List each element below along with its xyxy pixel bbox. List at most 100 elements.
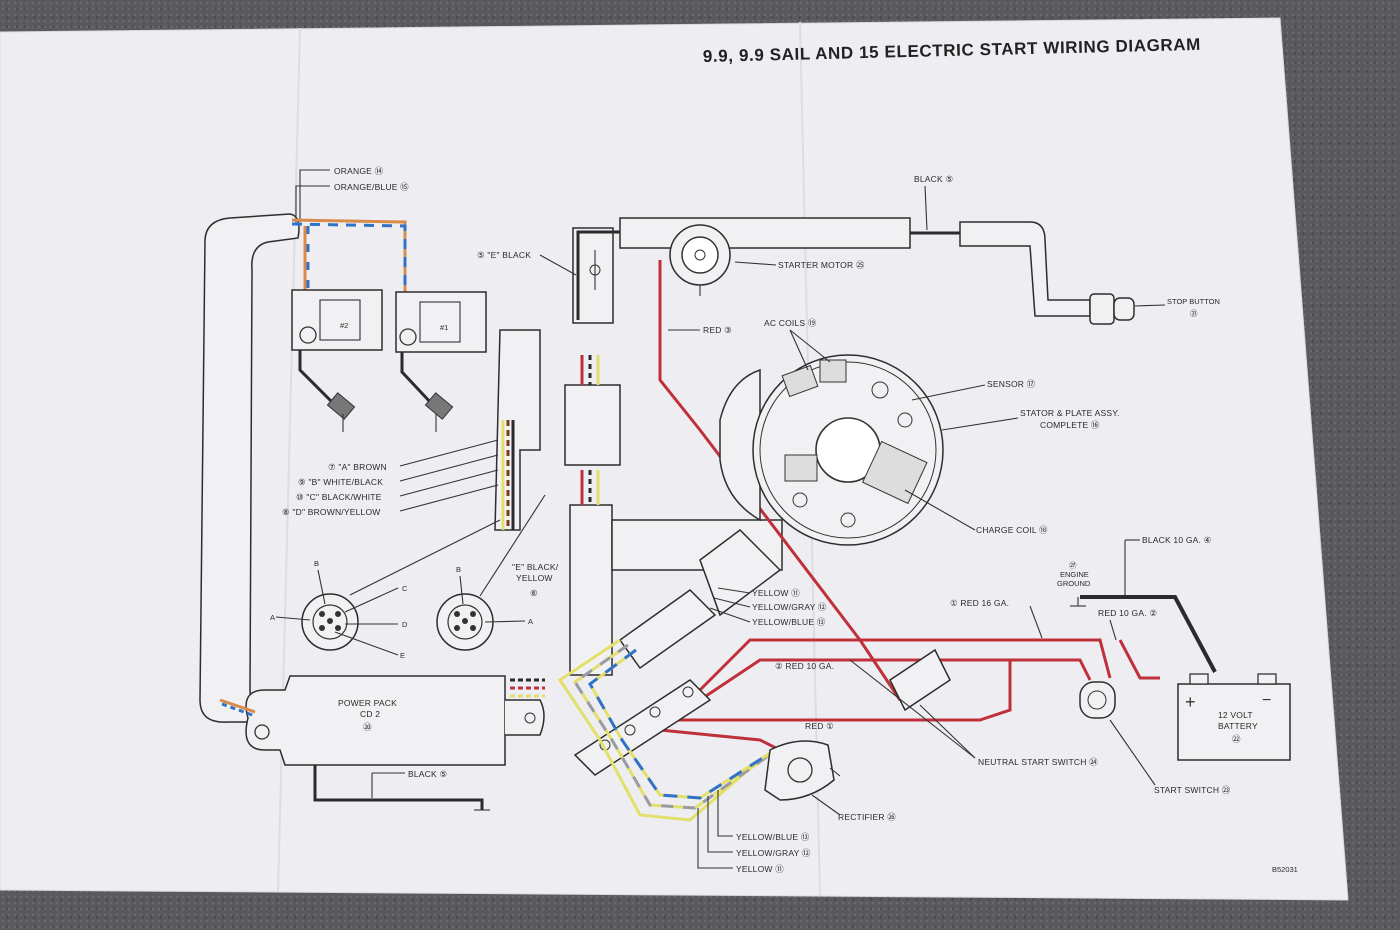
stator-plate <box>719 354 944 546</box>
stator-label-1: STATOR & PLATE ASSY. <box>1020 408 1120 418</box>
pin-c: C <box>402 584 408 593</box>
black-10-wire <box>1080 595 1217 673</box>
yellow-blue-b-label: YELLOW/BLUE ⑬ <box>736 832 810 842</box>
charge-coil-label: CHARGE COIL ⑱ <box>976 525 1048 535</box>
battery-label-1: 12 VOLT <box>1218 710 1253 720</box>
orange-label: ORANGE ⑭ <box>334 166 384 176</box>
ac-coils-label: AC COILS ⑲ <box>764 318 817 328</box>
harness-upper-tube <box>572 227 614 324</box>
red-1-label: RED ① <box>805 721 834 731</box>
stator-harness-tube-2 <box>618 589 717 670</box>
yellow-11-label: YELLOW ⑪ <box>752 588 800 598</box>
rectifier-leader <box>811 794 841 816</box>
red-wire-rectifier <box>659 728 781 752</box>
black-top-leader <box>924 185 928 231</box>
pin-leader-lines <box>275 494 546 656</box>
power-pack-label-2: CD 2 <box>360 709 380 719</box>
neutral-start-leader-b <box>919 704 976 759</box>
red-wire-1 <box>660 660 1012 722</box>
rectifier-ground <box>829 767 841 777</box>
power-pack <box>245 675 545 766</box>
connector-plug-right <box>436 593 494 651</box>
red-16-wire <box>698 638 1112 692</box>
orange-blue-wire <box>295 185 330 224</box>
battery-minus: − <box>1262 692 1271 709</box>
power-pack-num: ⑳ <box>363 722 372 732</box>
e-black-yellow-num: ⑥ <box>530 588 538 598</box>
engine-ground-label-2: GROUND <box>1057 579 1091 588</box>
power-pack-label-1: POWER PACK <box>338 698 397 708</box>
yellow-wire-bundle <box>557 638 776 822</box>
d-brown-yellow-label: ⑧ "D" BROWN/YELLOW <box>282 507 381 517</box>
central-harness-tube <box>494 329 541 531</box>
plug-lead-2 <box>298 350 337 407</box>
stator-label-2: COMPLETE ⑯ <box>1040 420 1100 430</box>
black-bottom-label: BLACK ⑤ <box>408 769 447 779</box>
red-3-label: RED ③ <box>703 325 732 335</box>
stop-button-tube <box>959 221 1091 317</box>
coil-2-label: #2 <box>340 321 348 330</box>
black-top-label: BLACK ⑤ <box>914 174 953 184</box>
yellow-blue-13-label: YELLOW/BLUE ⑬ <box>752 617 826 627</box>
ignition-coil-1: #1 <box>395 291 487 353</box>
orange-blue-label: ORANGE/BLUE ⑮ <box>334 182 409 192</box>
red-16-leader <box>1029 605 1043 639</box>
connector-wires <box>501 355 600 530</box>
e-black-yellow-label-1: "E" BLACK/ <box>512 562 559 572</box>
harness-connector-sleeve <box>564 384 621 466</box>
plug-lead-1 <box>400 352 434 406</box>
e-black-wire <box>576 230 620 320</box>
coil-1-label: #1 <box>440 323 448 332</box>
stator-harness-tube <box>699 529 782 617</box>
red-10-wire-b <box>1118 639 1160 680</box>
rectifier-label: RECTIFIER ㉖ <box>838 812 896 822</box>
start-switch <box>1079 681 1116 719</box>
a-brown-label: ⑦ "A" BROWN <box>328 462 387 472</box>
battery-num: ㉒ <box>1232 734 1241 744</box>
ground-lug <box>589 264 601 276</box>
red-10-b-label: RED 10 GA. ② <box>1098 608 1157 618</box>
pin-a-right: A <box>528 617 533 626</box>
battery-label-2: BATTERY <box>1218 721 1258 731</box>
yellow-wire-leaders <box>709 587 751 623</box>
neutral-start-leader-a <box>849 659 976 759</box>
bottom-yellow-leaders <box>697 790 733 869</box>
connector-plug-left <box>301 593 359 651</box>
neutral-start-label: NEUTRAL START SWITCH ㉔ <box>978 757 1098 767</box>
ignition-coil-2: #2 <box>291 289 383 351</box>
red-10-b-leader <box>1109 619 1117 641</box>
starter-top-tube <box>619 217 911 249</box>
pin-a-left: A <box>270 613 275 622</box>
starter-motor <box>669 224 731 286</box>
e-black-yellow-label-2: YELLOW <box>516 573 553 583</box>
starter-leader <box>734 261 777 266</box>
harness-lower-tube <box>569 504 613 676</box>
stator-leaders <box>789 329 1019 531</box>
b-white-black-label: ⑨ "B" WHITE/BLACK <box>298 477 383 487</box>
e-black-leader <box>539 254 577 276</box>
start-switch-leader <box>1109 719 1156 786</box>
starter-motor-label: STARTER MOTOR ㉕ <box>778 260 865 270</box>
red-10-a-label: ② RED 10 GA. <box>775 661 834 671</box>
yellow-b-label: YELLOW ⑪ <box>736 864 784 874</box>
engine-ground-label-1: ENGINE <box>1060 570 1089 579</box>
black-10-label: BLACK 10 GA. ④ <box>1142 535 1212 545</box>
yellow-gray-b-label: YELLOW/GRAY ⑫ <box>736 848 811 858</box>
stop-button-leader <box>1134 304 1166 307</box>
pin-d: D <box>402 620 408 629</box>
pin-e: E <box>400 651 405 660</box>
black-ground-wire <box>313 765 484 810</box>
harness-leader-lines <box>399 439 499 512</box>
engine-ground-num: ㉗ <box>1069 561 1077 570</box>
yellow-gray-12-label: YELLOW/GRAY ⑫ <box>752 602 827 612</box>
neutral-start-switch <box>889 648 951 712</box>
terminal-block <box>573 679 712 776</box>
spark-plug-boot-1 <box>424 392 454 420</box>
stop-button-label: STOP BUTTON <box>1167 297 1220 306</box>
orange-wire <box>299 169 330 222</box>
rectifier <box>764 740 835 801</box>
e-black-label: ⑤ "E" BLACK <box>477 250 531 260</box>
part-number: B52031 <box>1272 865 1298 874</box>
orange-blue-wire-run <box>291 222 407 300</box>
